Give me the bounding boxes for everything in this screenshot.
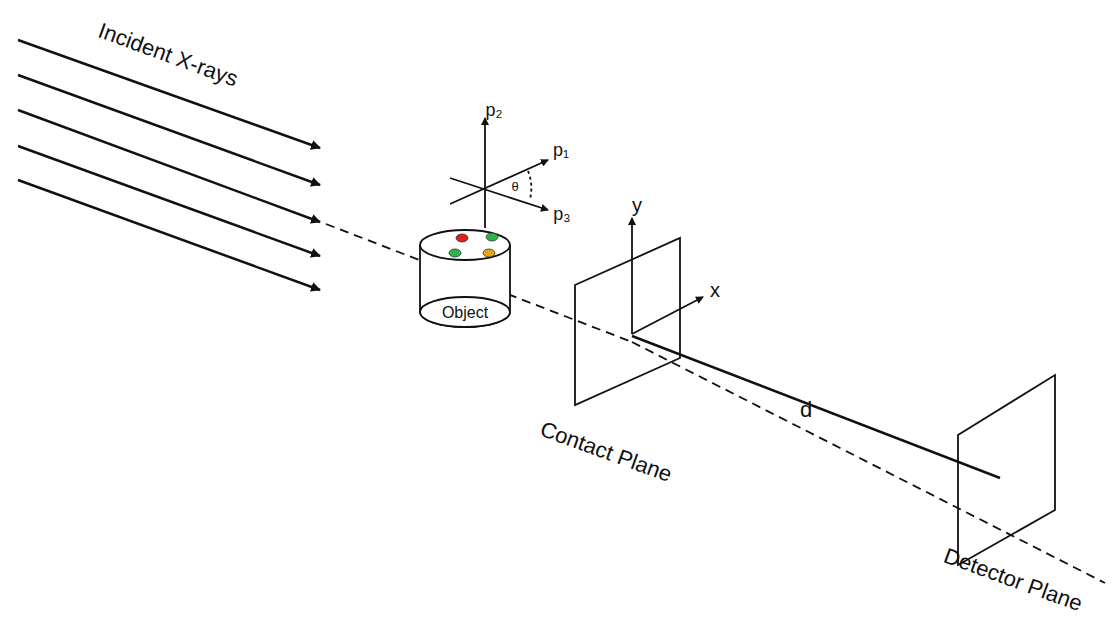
- diagram-label: p₃: [553, 205, 570, 223]
- diagram-label: θ: [511, 180, 518, 193]
- propagation-distance: [632, 336, 1000, 478]
- object-cylinder: [420, 230, 510, 327]
- diagram-label: d: [800, 399, 812, 421]
- diagram-label: x: [710, 280, 720, 300]
- diagram-label: Incident X-rays: [95, 20, 240, 91]
- detector-plane: [958, 375, 1055, 565]
- object-node: Object: [438, 302, 493, 324]
- diagram-label: p₁: [553, 141, 569, 159]
- xray-arrows: [18, 40, 320, 290]
- diagram-label: Contact Plane: [537, 418, 674, 486]
- diagram-label: y: [632, 195, 642, 215]
- diagram-label: p₂: [486, 101, 503, 119]
- diagram-label: Detector Plane: [941, 545, 1085, 615]
- rotation-axes: [450, 118, 548, 228]
- optical-axis: [326, 224, 1105, 583]
- node-text: Object: [442, 304, 488, 322]
- contact-plane: [575, 218, 703, 405]
